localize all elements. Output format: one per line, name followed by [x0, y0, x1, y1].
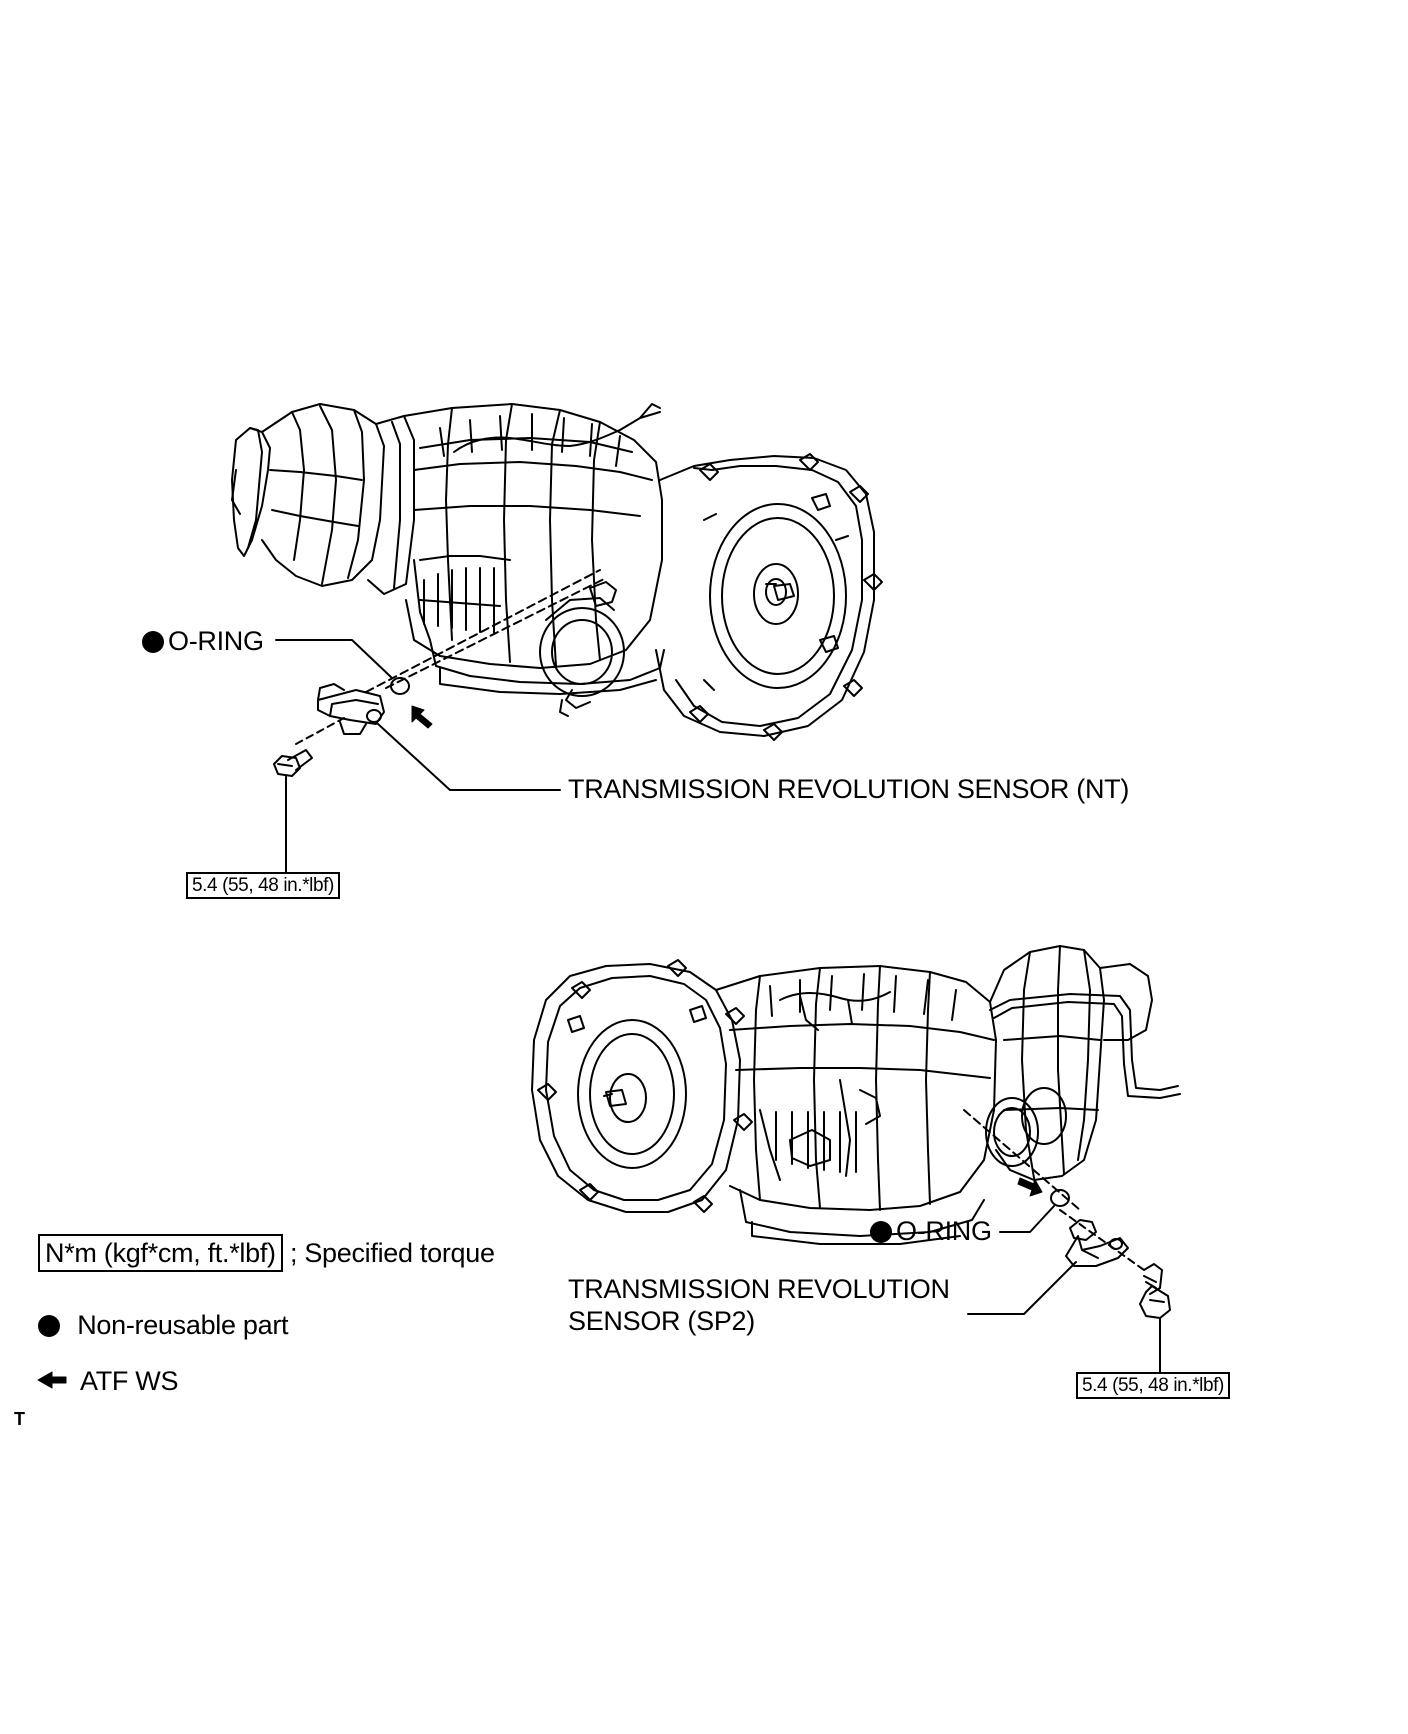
upper-o-ring-leader: [275, 639, 393, 679]
lower-sensor-label-line1: TRANSMISSION REVOLUTION: [568, 1274, 950, 1304]
lower-atf-arrow: [1017, 1177, 1043, 1197]
lower-install-dashed-line-a: [963, 1109, 1081, 1211]
lower-torque-spec: 5.4 (55, 48 in.*lbf): [1076, 1372, 1230, 1399]
lower-sensor-label-line2: SENSOR (SP2): [568, 1306, 755, 1336]
lower-bolt-drawing: [1139, 1263, 1171, 1319]
upper-sensor-label: TRANSMISSION REVOLUTION SENSOR (NT): [568, 774, 1130, 804]
lower-o-ring-label: O-RING: [896, 1216, 992, 1246]
lower-transmission-drawing: [531, 945, 1181, 1245]
upper-install-dashed-line-b: [385, 577, 607, 689]
upper-o-ring-part: [390, 677, 410, 695]
upper-install-dashed-line-a: [365, 569, 601, 693]
non-reusable-dot-icon: [38, 1315, 60, 1337]
legend-atf-text: ATF WS: [80, 1366, 179, 1396]
legend-atf-arrow-icon: [37, 1371, 67, 1389]
lower-sensor-leader: [967, 1261, 1077, 1315]
upper-sensor-drawing: [317, 683, 385, 735]
legend-torque-box: N*m (kgf*cm, ft.*lbf): [38, 1234, 283, 1272]
lower-o-ring-leader: [999, 1205, 1055, 1233]
lower-install-dashed-line-b: [1059, 1209, 1145, 1271]
legend-non-reusable-row: Non-reusable part: [38, 1310, 289, 1340]
corner-mark: T: [14, 1409, 25, 1429]
upper-atf-arrow: [411, 705, 433, 729]
upper-sensor-leader: [377, 723, 561, 791]
upper-transmission-drawing: [231, 403, 883, 741]
upper-o-ring-callout: O-RING: [142, 628, 264, 655]
upper-bolt-drawing: [273, 749, 313, 777]
upper-torque-spec: 5.4 (55, 48 in.*lbf): [186, 872, 340, 899]
lower-o-ring-part: [1050, 1189, 1070, 1207]
legend-torque-desc: ; Specified torque: [289, 1238, 495, 1268]
upper-bolt-dashed-line: [295, 717, 345, 745]
legend-torque-row: N*m (kgf*cm, ft.*lbf) ; Specified torque: [38, 1234, 495, 1272]
lower-o-ring-callout: O-RING: [870, 1218, 992, 1245]
non-reusable-dot-icon: [870, 1221, 892, 1243]
legend-non-reusable-text: Non-reusable part: [77, 1310, 289, 1340]
upper-o-ring-label: O-RING: [168, 626, 264, 656]
lower-sensor-drawing: [1065, 1219, 1129, 1267]
non-reusable-dot-icon: [142, 631, 164, 653]
